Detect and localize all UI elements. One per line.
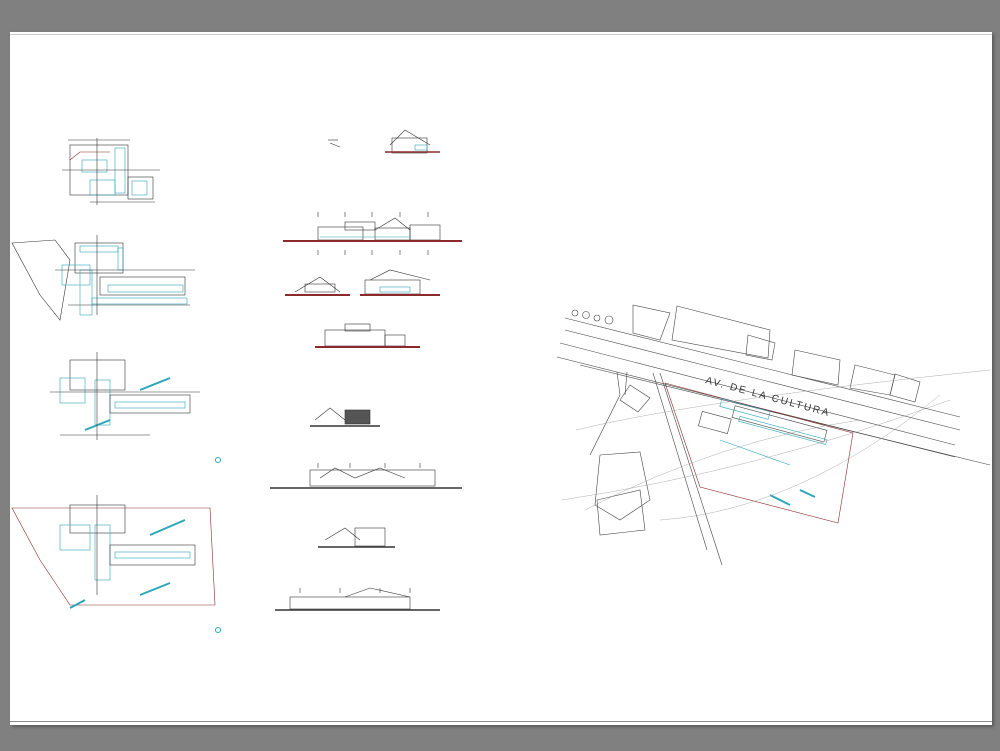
floor-plan-2 <box>11 235 195 321</box>
floor-plan-1 <box>62 138 160 205</box>
elevation-5 <box>270 467 462 489</box>
elevation-6 <box>318 527 395 548</box>
elevation-1 <box>283 217 462 242</box>
sheet-border-top <box>10 34 992 35</box>
building-site <box>664 382 854 524</box>
floor-plan-3 <box>50 352 200 440</box>
section-detail <box>328 129 440 154</box>
blocks <box>594 304 921 536</box>
elevation-2a <box>285 276 350 296</box>
elevation-4 <box>310 407 380 427</box>
street-label: AV. DE LA CULTURA <box>704 375 831 419</box>
drawing-sheet <box>10 32 992 725</box>
elevation-7 <box>275 587 440 611</box>
road-avenida <box>556 317 991 466</box>
trees <box>571 309 614 325</box>
axis-ticks <box>299 212 429 593</box>
site-plan: AV. DE LA CULTURA <box>556 304 991 566</box>
elevation-2b <box>360 269 440 296</box>
north-arrow-icon <box>215 457 221 633</box>
floor-plan-4 <box>11 495 216 609</box>
elevation-3 <box>315 323 420 348</box>
road-side <box>589 371 723 566</box>
contour-lines <box>561 369 991 521</box>
sheet-border-bottom <box>10 721 992 722</box>
